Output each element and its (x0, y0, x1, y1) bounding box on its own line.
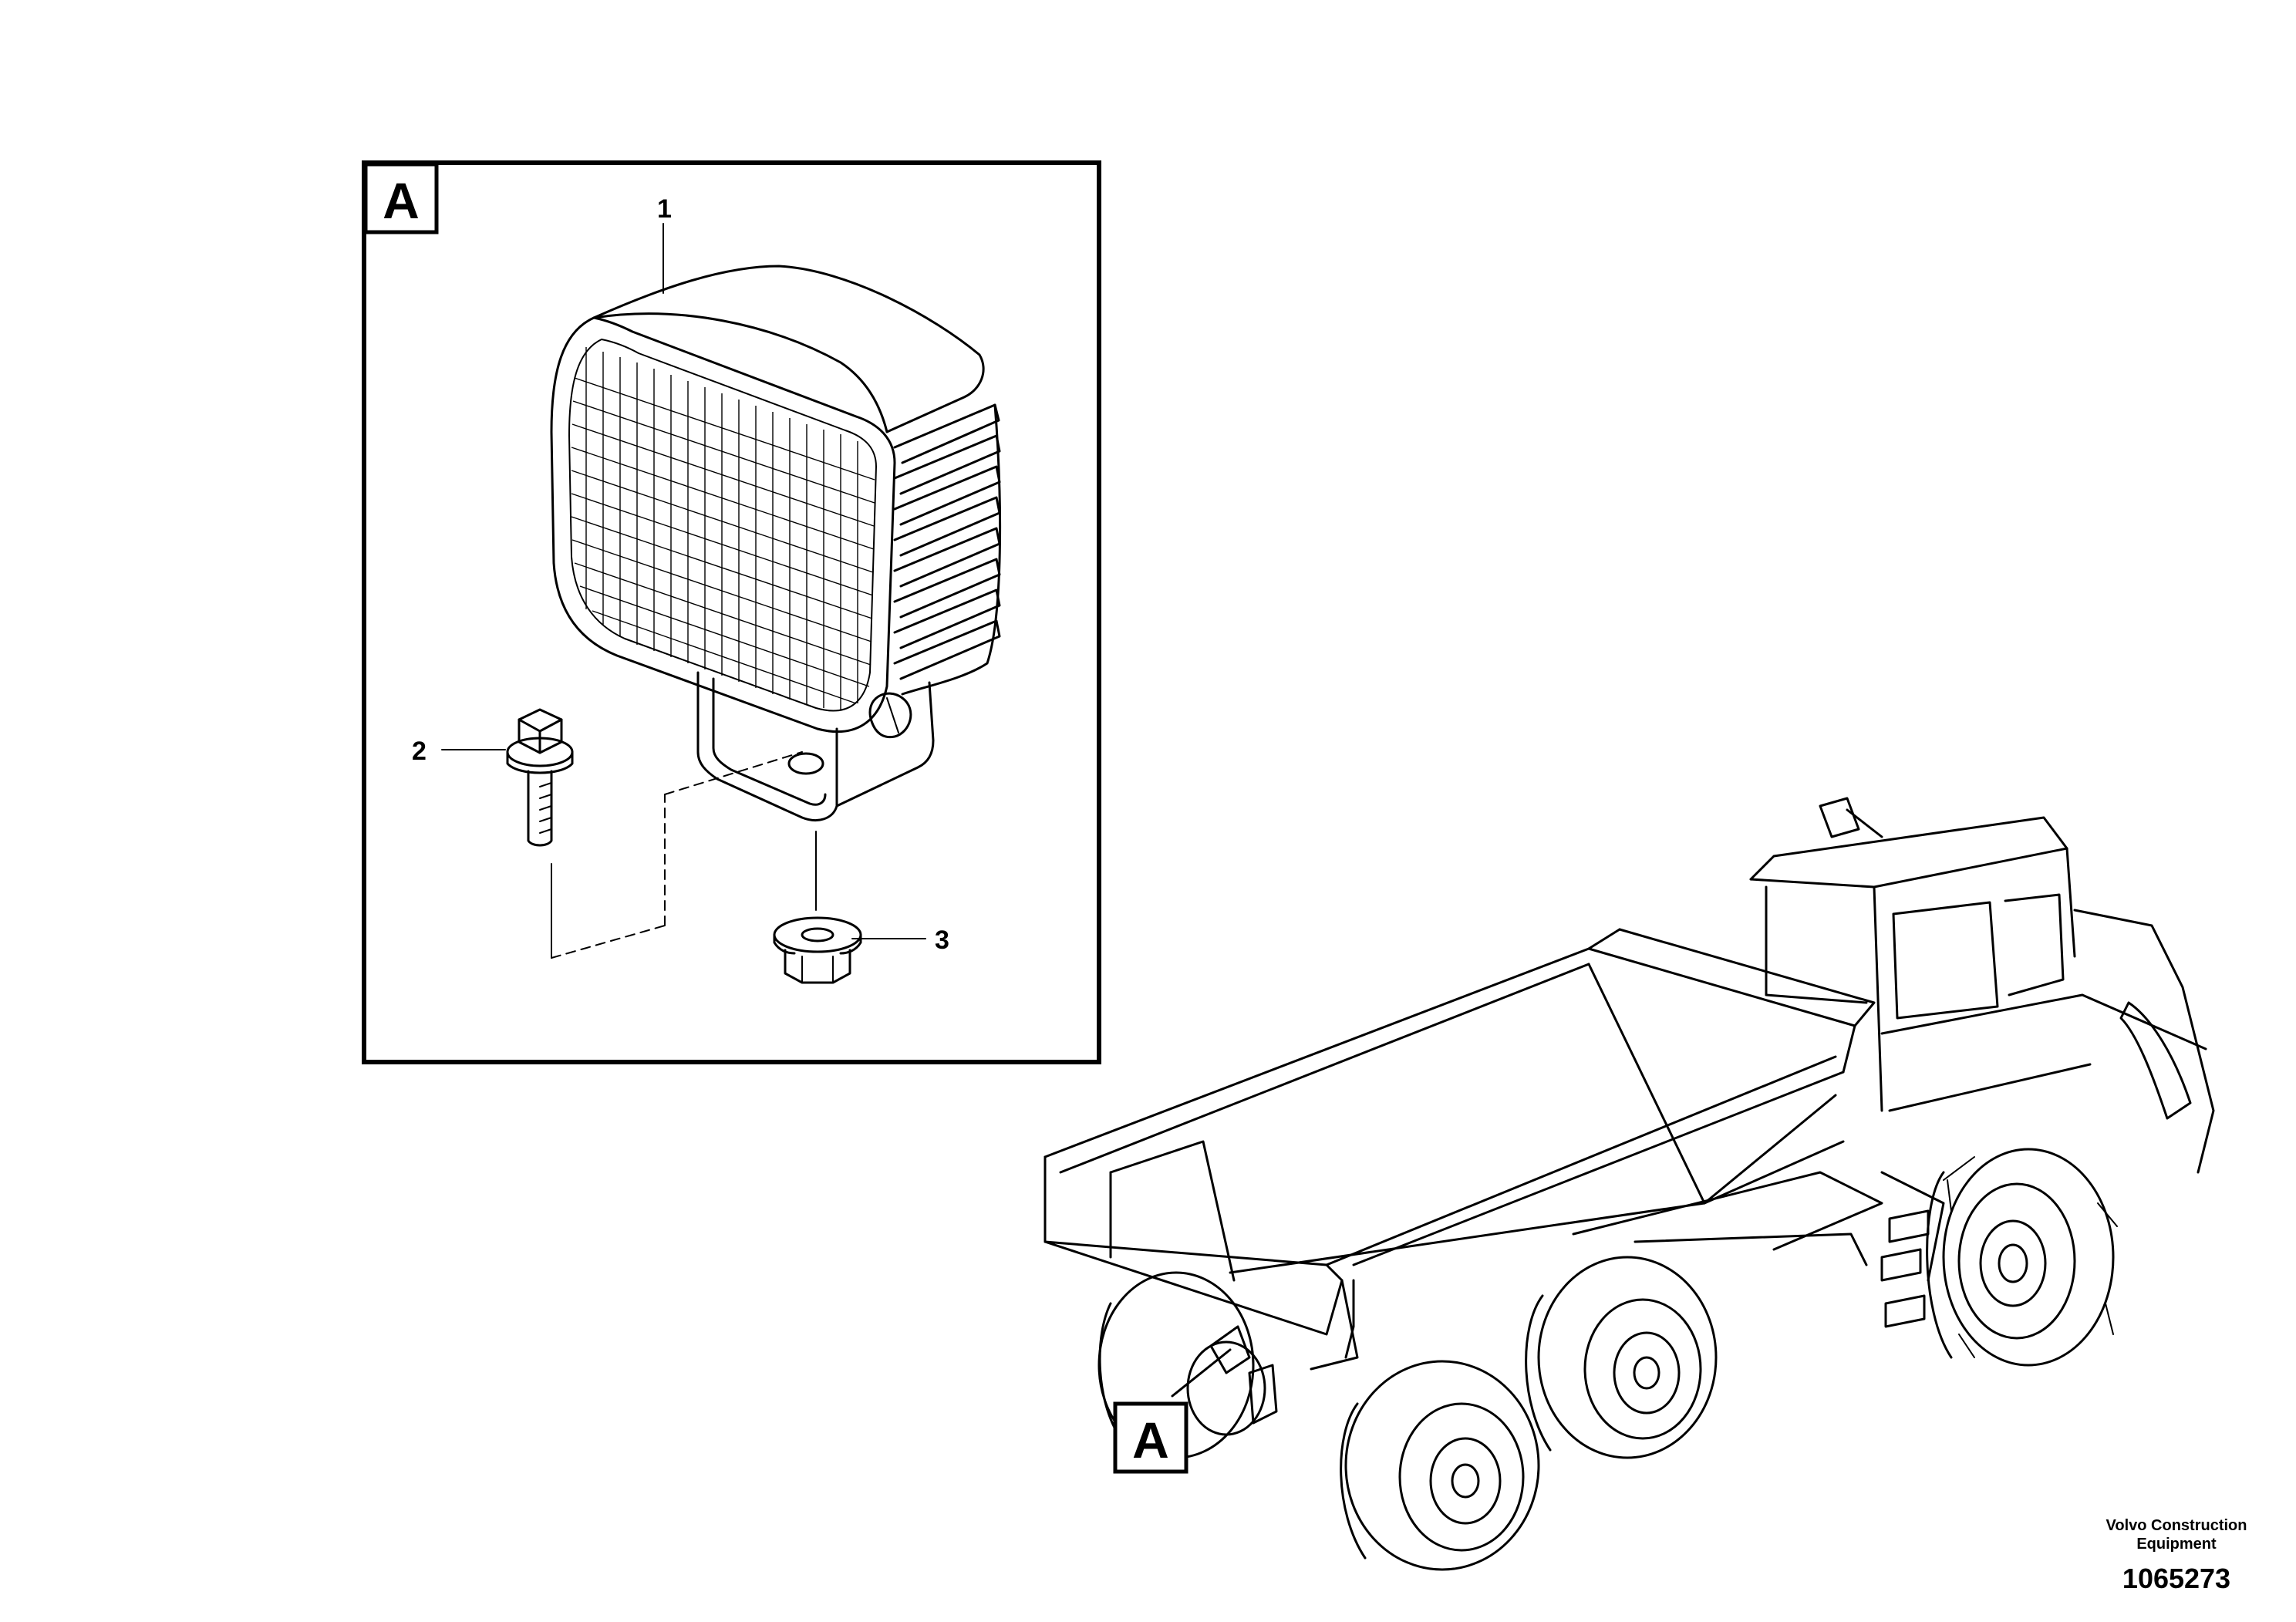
leader-lines (441, 223, 926, 939)
nut-drawing (773, 916, 862, 984)
callout-3: 3 (935, 926, 949, 955)
publisher-line-2: Equipment (2136, 1536, 2217, 1553)
rear-wheels (1097, 1256, 1718, 1571)
front-wheel (1926, 1148, 2118, 1367)
callout-1: 1 (657, 194, 672, 224)
publisher-line-1: Volvo Construction (2106, 1517, 2247, 1534)
detail-view-a: A (362, 160, 1101, 1064)
location-label-box (1113, 1401, 1188, 1474)
detail-frame (362, 160, 1101, 1064)
work-lamp-drawing (550, 265, 1002, 821)
location-label: A (1132, 1411, 1169, 1469)
assembly-lines (551, 751, 817, 959)
lens-grid (571, 347, 875, 710)
illustration-number: 1065273 (2122, 1563, 2230, 1594)
detail-label: A (383, 172, 420, 229)
bolt-drawing (506, 708, 574, 847)
callout-2: 2 (412, 737, 426, 766)
detail-label-box (363, 162, 439, 234)
articulated-hauler-drawing (1043, 797, 2215, 1571)
